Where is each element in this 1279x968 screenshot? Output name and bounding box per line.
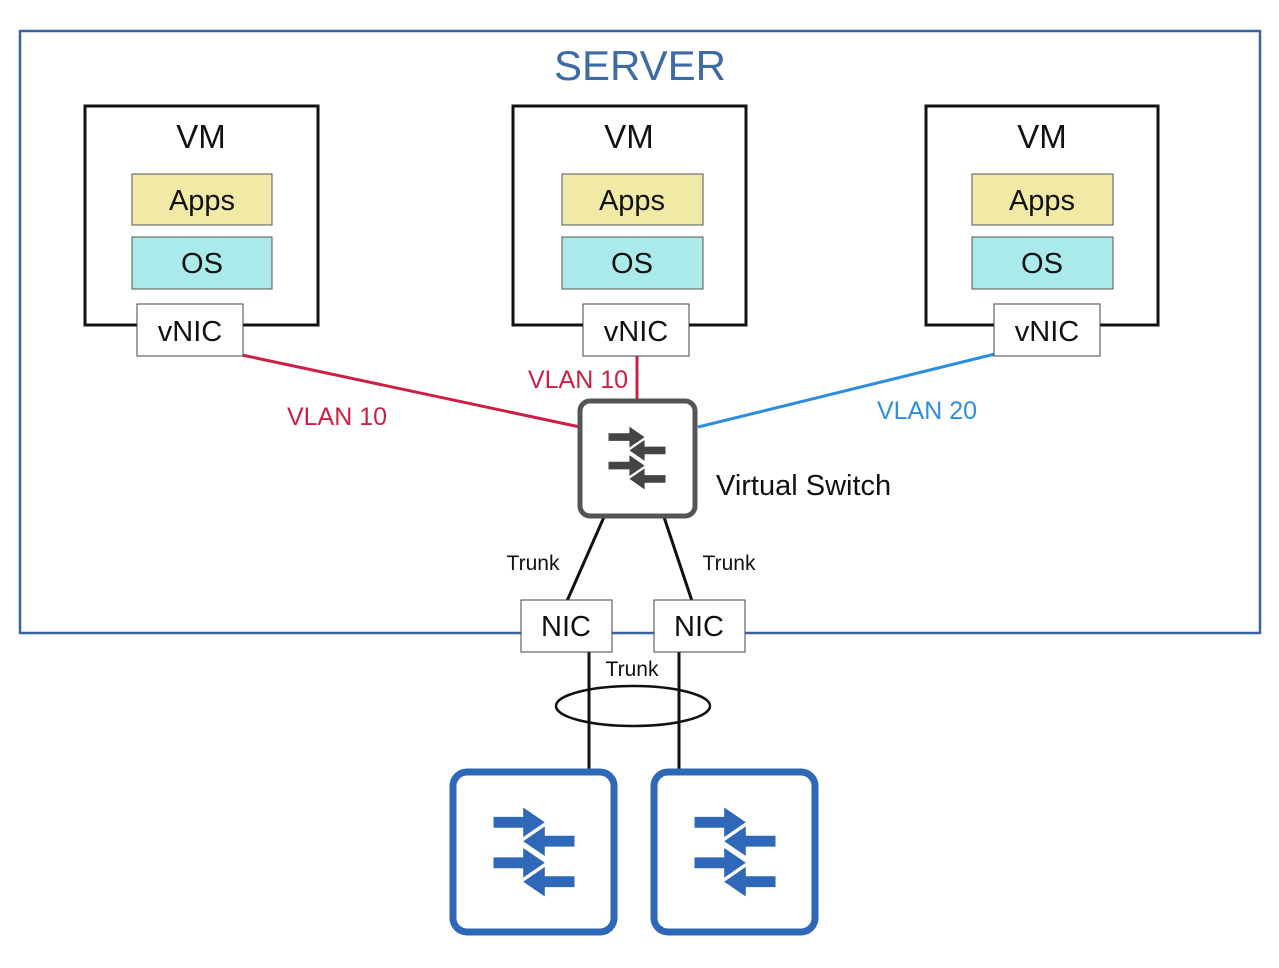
trunk-bundle-ellipse <box>554 684 712 728</box>
virtual-switch-box <box>577 398 698 519</box>
trunk-label-left: Trunk <box>507 552 560 575</box>
vnic-label: vNIC <box>604 316 668 348</box>
vm-2: VM Apps OS vNIC <box>511 104 748 357</box>
link-trunk-right <box>662 516 694 602</box>
apps-box <box>561 173 704 226</box>
nic-box <box>520 599 613 653</box>
physical-switch-2 <box>650 768 819 936</box>
apps-box <box>971 173 1114 226</box>
trunk-label-right: Trunk <box>703 552 756 575</box>
os-box <box>971 236 1114 290</box>
vm-label: VM <box>604 118 654 155</box>
nic-label: NIC <box>541 611 591 643</box>
vlan-label-vm1: VLAN 10 <box>287 403 387 431</box>
apps-label: Apps <box>169 185 235 217</box>
nic-1: NIC <box>520 599 613 653</box>
vm-1: VM Apps OS vNIC <box>83 104 320 357</box>
nic-2: NIC <box>653 599 746 653</box>
os-label: OS <box>181 248 223 280</box>
os-box <box>561 236 704 290</box>
link-trunk-left <box>565 516 606 602</box>
os-label: OS <box>611 248 653 280</box>
server-title: SERVER <box>554 42 726 89</box>
link-vm3-vlan <box>697 352 996 429</box>
virtual-switch <box>577 398 698 519</box>
os-label: OS <box>1021 248 1063 280</box>
trunk-label-bundle: Trunk <box>606 658 659 681</box>
vm-label: VM <box>1017 118 1067 155</box>
apps-box <box>131 173 273 226</box>
physical-switch-box <box>650 768 819 936</box>
vnic-box <box>136 303 244 357</box>
vm-label: VM <box>176 118 226 155</box>
physical-switch-1 <box>449 768 618 936</box>
vm-3: VM Apps OS vNIC <box>924 104 1160 357</box>
physical-switch-box <box>449 768 618 936</box>
vnic-box <box>993 303 1101 357</box>
server-boundary <box>18 29 1262 635</box>
link-vm1-vlan <box>241 353 581 429</box>
vlan-label-vm2: VLAN 10 <box>528 366 628 394</box>
vlan-label-vm3: VLAN 20 <box>877 397 977 425</box>
virtual-switch-label: Virtual Switch <box>716 470 891 502</box>
nic-box <box>653 599 746 653</box>
vnic-label: vNIC <box>158 316 222 348</box>
vnic-label: vNIC <box>1015 316 1079 348</box>
nic-label: NIC <box>674 611 724 643</box>
vnic-box <box>582 303 690 357</box>
apps-label: Apps <box>1009 185 1075 217</box>
os-box <box>131 236 273 290</box>
apps-label: Apps <box>599 185 665 217</box>
